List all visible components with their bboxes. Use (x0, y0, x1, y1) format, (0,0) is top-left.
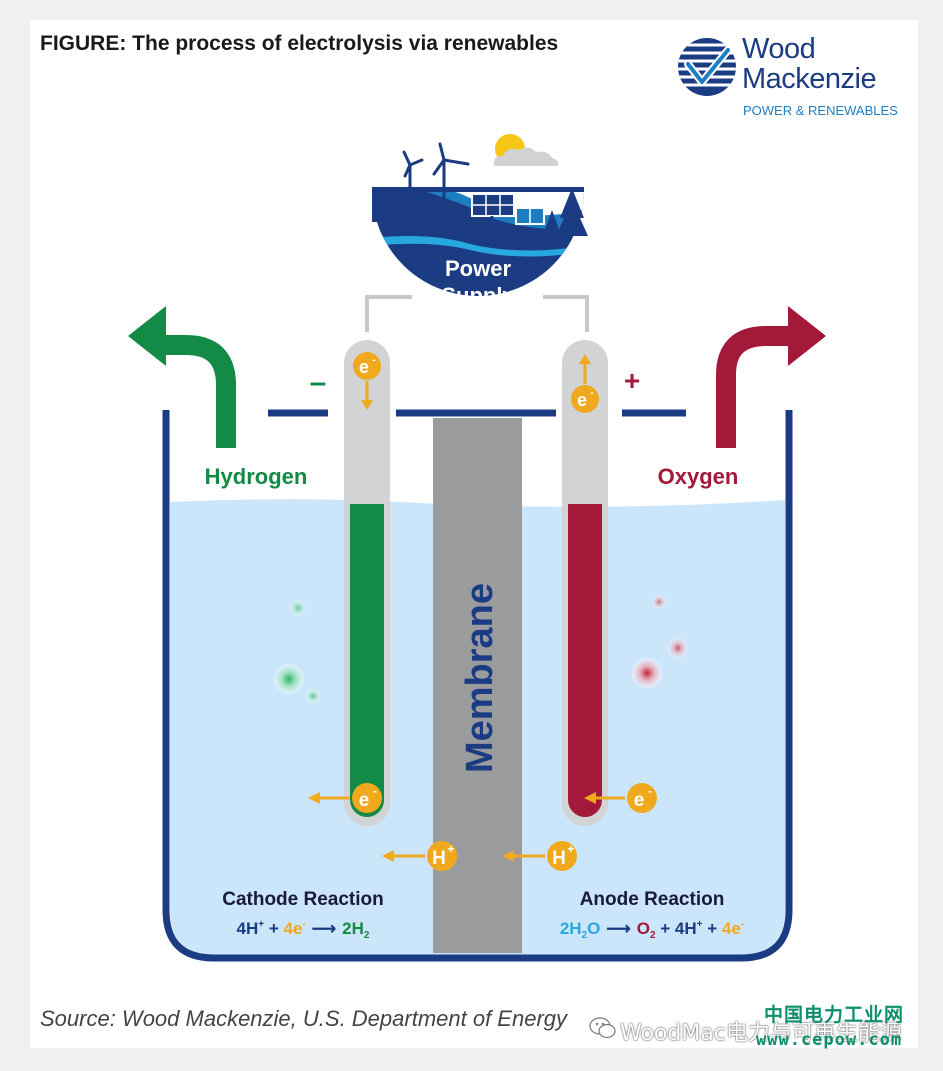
anode-reaction-title: Anode Reaction (580, 889, 725, 910)
proton-sup: + (447, 842, 454, 856)
electron-anode-up: e - (571, 354, 599, 413)
watermark-cn: 中国电力工业网 (764, 1004, 905, 1026)
proton-symbol: H (552, 848, 566, 869)
figure-title: FIGURE: The process of electrolysis via … (40, 32, 559, 55)
brand-name: Wood Mackenzie (742, 33, 877, 95)
solar-panel-icon (471, 193, 545, 226)
electron-anode-in: e - (584, 783, 657, 813)
electron-cathode-out: e - (308, 783, 382, 813)
oxygen-arrow (716, 306, 826, 448)
oxygen-label: Oxygen (658, 464, 739, 489)
watermark-text: WoodMac电力与可再生能源 (620, 1021, 902, 1046)
electron-sup: - (373, 784, 377, 798)
bubble (290, 600, 306, 616)
hydrogen-bubbles (274, 600, 320, 703)
bubble (274, 664, 304, 694)
bubble (306, 689, 320, 703)
oxygen-bubbles (632, 595, 688, 688)
tank-outline (162, 410, 793, 962)
membrane-label: Membrane (459, 583, 501, 773)
anode-equation: 2H2O⟶O2 + 4H+ + 4e- (560, 919, 744, 941)
cathode-electrode (344, 340, 390, 826)
wire-positive (543, 295, 589, 332)
electron-symbol: e (634, 790, 645, 811)
bubble (652, 595, 666, 609)
electron-cathode-down: e - (353, 352, 381, 410)
wind-turbine-icon (402, 142, 470, 200)
proton-left: H + (382, 841, 457, 871)
brand-line-1: Wood (742, 33, 816, 65)
brand-tagline: POWER & RENEWABLES (743, 103, 898, 118)
power-supply-line-2: Supply (441, 283, 515, 308)
proton-sup: + (567, 842, 574, 856)
proton-symbol: H (432, 848, 446, 869)
electron-symbol: e (359, 357, 369, 377)
watermark-url: www.cepow.com (756, 1030, 903, 1050)
cathode-reaction-title: Cathode Reaction (222, 889, 384, 910)
source-note: Source: Wood Mackenzie, U.S. Department … (40, 1006, 568, 1031)
electron-symbol: e (359, 790, 370, 811)
positive-terminal: + (624, 365, 640, 396)
electron-symbol: e (577, 390, 587, 410)
bubble (668, 638, 688, 658)
logo-icon (678, 38, 736, 96)
tree-icon (544, 188, 588, 236)
hydrogen-arrow (128, 306, 236, 448)
bubble (632, 658, 662, 688)
wire-negative (365, 295, 412, 332)
hydrogen-label: Hydrogen (205, 464, 308, 489)
proton-right: H + (502, 841, 577, 871)
electron-sup: - (372, 354, 376, 366)
brand-line-2: Mackenzie (742, 63, 877, 95)
wechat-icon (589, 1017, 616, 1039)
electron-sup: - (590, 387, 594, 399)
cathode-equation: 4H+ + 4e-⟶2H2 (237, 919, 370, 941)
anode-electrode (562, 340, 608, 826)
power-supply-line-1: Power (445, 256, 511, 281)
electron-sup: - (648, 784, 652, 798)
negative-terminal: – (310, 366, 327, 399)
cloud-icon (493, 147, 559, 166)
